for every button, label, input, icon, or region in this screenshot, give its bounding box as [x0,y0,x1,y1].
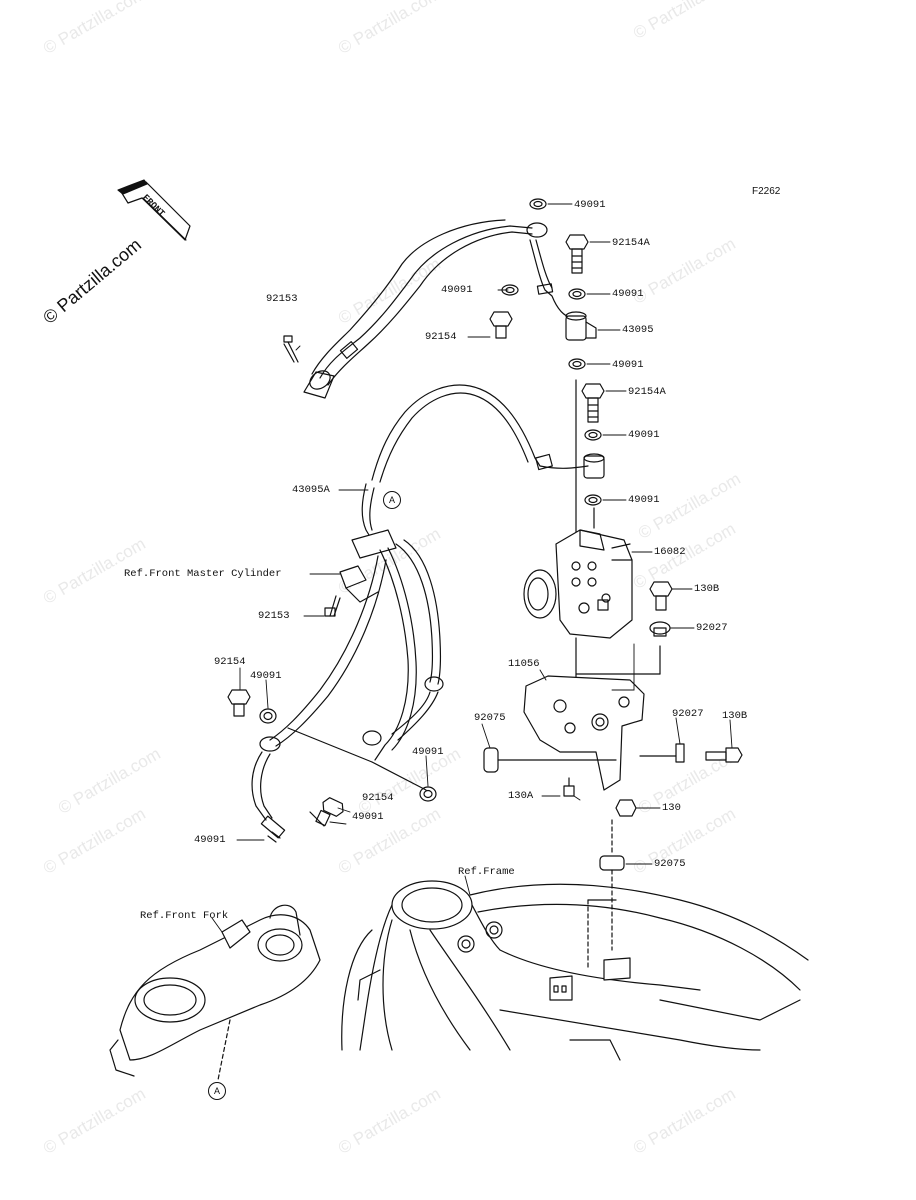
part-label[interactable]: 130 [662,802,681,814]
part-label[interactable]: 49091 [628,429,660,441]
part-label[interactable]: 16082 [654,546,686,558]
upper-fitting-stack [489,198,597,541]
part-label[interactable]: 92154A [628,386,666,398]
part-label[interactable]: 92027 [672,708,704,720]
part-label[interactable]: 49091 [612,288,644,300]
ref-marker-a: A [208,1082,226,1100]
part-label[interactable]: 92153 [258,610,290,622]
part-label[interactable]: 92075 [474,712,506,724]
part-label[interactable]: 49091 [352,811,384,823]
part-label[interactable]: 49091 [628,494,660,506]
part-label[interactable]: 92075 [654,858,686,870]
part-label[interactable]: 49091 [441,284,473,296]
ref-frame: Ref.Frame [458,866,515,878]
part-label[interactable]: 130B [694,583,720,595]
part-label[interactable]: 92153 [266,293,298,305]
abs-unit [523,529,673,681]
part-label[interactable]: 11056 [508,658,540,670]
part-label[interactable]: 130A [508,790,534,802]
part-label[interactable]: 92154 [425,331,457,343]
part-label[interactable]: 92027 [696,622,728,634]
lower-fitting-stack [581,383,605,529]
part-label[interactable]: 49091 [194,834,226,846]
part-label[interactable]: 92154A [612,237,650,249]
lower-hoses [227,539,444,843]
part-label[interactable]: 43095 [622,324,654,336]
part-label[interactable]: 92154 [362,792,394,804]
frame-section [341,880,809,1061]
hose-43095a [361,384,589,541]
part-label[interactable]: 49091 [250,670,282,682]
upper-brake-hose [283,219,573,399]
diagram-code: F2262 [752,186,781,197]
part-label[interactable]: 43095A [292,484,330,496]
part-label[interactable]: 49091 [612,359,644,371]
part-label[interactable]: 49091 [412,746,444,758]
front-arrow-icon [117,179,191,241]
junction-block [324,529,397,617]
ref-marker-a: A [383,491,401,509]
part-label[interactable]: 49091 [574,199,606,211]
ref-front-fork: Ref.Front Fork [140,910,229,922]
abs-bracket [483,675,743,971]
part-label[interactable]: 130B [722,710,748,722]
ref-front-master-cylinder: Ref.Front Master Cylinder [124,568,282,580]
part-label[interactable]: 92154 [214,656,246,668]
leader-lines [211,203,733,933]
front-fork-clamp [109,904,321,1081]
